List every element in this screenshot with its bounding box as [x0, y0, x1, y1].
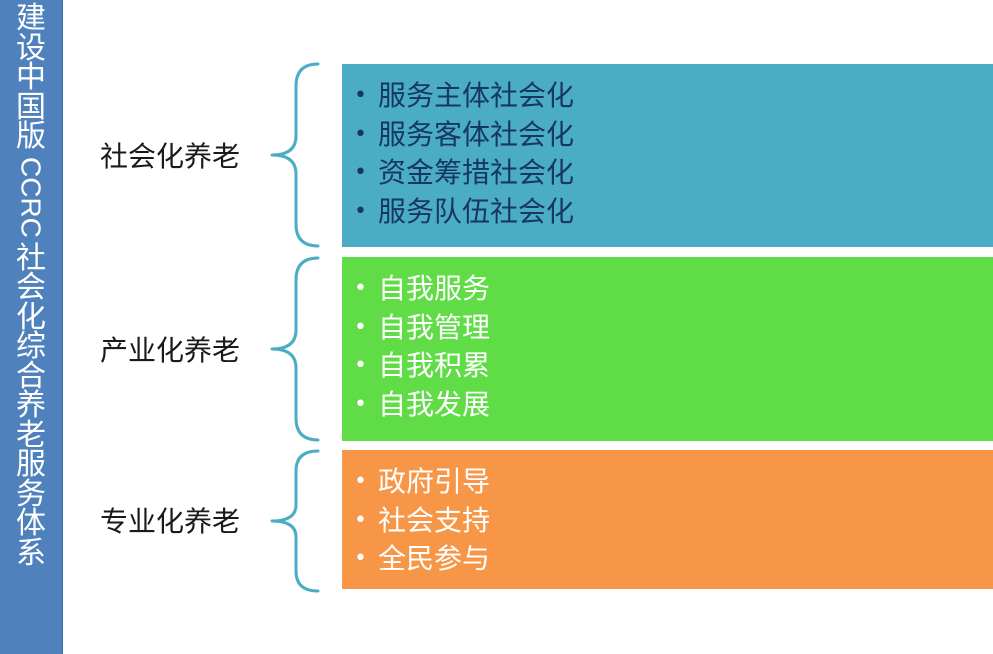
list-item: • 服务主体社会化	[354, 77, 993, 116]
item-list: • 服务主体社会化 • 服务客体社会化 • 资金筹措社会化 • 服务队伍社会化	[354, 77, 993, 232]
item-text: 自我发展	[378, 388, 491, 422]
group-label-social: 社会化养老	[100, 140, 241, 173]
title-char: 老	[16, 417, 46, 453]
item-list: • 自我服务 • 自我管理 • 自我积累 • 自我发展	[354, 270, 993, 425]
title-ccrc: CCRC	[15, 157, 47, 238]
title-char: 体	[16, 506, 46, 541]
item-text: 服务主体社会化	[378, 79, 575, 112]
list-item: • 全民参与	[354, 540, 993, 579]
left-brace-icon	[270, 256, 320, 442]
group-label-industrial: 产业化养老	[100, 334, 241, 367]
list-item: • 政府引导	[354, 463, 993, 502]
title-char: 设	[16, 30, 46, 66]
title-char: 版	[16, 119, 46, 154]
list-item: • 自我积累	[354, 347, 993, 386]
bullet-icon: •	[354, 469, 367, 494]
bullet-icon: •	[354, 276, 367, 301]
bullet-icon: •	[354, 121, 367, 147]
item-text: 全民参与	[378, 542, 491, 576]
item-list: • 政府引导 • 社会支持 • 全民参与	[354, 463, 993, 579]
list-item: • 资金筹措社会化	[354, 154, 993, 193]
item-text: 资金筹措社会化	[378, 156, 575, 190]
title-char: 化	[16, 299, 46, 335]
bullet-icon: •	[354, 546, 367, 572]
bullet-icon: •	[354, 199, 367, 225]
bullet-icon: •	[354, 160, 367, 186]
vertical-title-bar: 建 设 中 国 版 CCRC 社 会 化 综 合 养 老 服 务 体 系	[0, 0, 63, 654]
title-char: 国	[16, 89, 46, 125]
title-char: 社	[16, 240, 46, 276]
item-text: 政府引导	[378, 465, 491, 498]
item-text: 自我服务	[378, 272, 491, 305]
title-char: 务	[16, 476, 46, 512]
title-char: 合	[16, 358, 46, 394]
title-char: 中	[16, 60, 46, 95]
group-label-professional: 专业化养老	[100, 505, 241, 538]
bullet-icon: •	[354, 507, 367, 533]
left-brace-icon	[270, 449, 320, 593]
bullet-icon: •	[354, 83, 367, 108]
list-item: • 社会支持	[354, 502, 993, 541]
item-text: 服务队伍社会化	[378, 195, 575, 229]
list-item: • 服务队伍社会化	[354, 193, 993, 232]
bullet-icon: •	[354, 314, 367, 340]
list-item: • 自我管理	[354, 309, 993, 348]
item-text: 自我管理	[378, 310, 491, 344]
group-box-industrial: • 自我服务 • 自我管理 • 自我积累 • 自我发展	[342, 257, 993, 441]
title-char: 养	[16, 388, 46, 423]
list-item: • 自我服务	[354, 270, 993, 309]
bullet-icon: •	[354, 392, 367, 418]
item-text: 社会支持	[378, 503, 491, 537]
list-item: • 自我发展	[354, 386, 993, 425]
title-char: 系	[16, 535, 46, 571]
list-item: • 服务客体社会化	[354, 116, 993, 155]
title-char: 综	[16, 329, 46, 364]
item-text: 服务客体社会化	[378, 117, 575, 151]
title-char: 会	[16, 270, 46, 305]
item-text: 自我积累	[378, 349, 491, 383]
left-brace-icon	[270, 62, 320, 248]
group-box-professional: • 政府引导 • 社会支持 • 全民参与	[342, 450, 993, 589]
group-box-social: • 服务主体社会化 • 服务客体社会化 • 资金筹措社会化 • 服务队伍社会化	[342, 64, 993, 247]
title-char: 服	[16, 447, 46, 482]
title-char: 建	[16, 1, 46, 36]
bullet-icon: •	[354, 353, 367, 379]
